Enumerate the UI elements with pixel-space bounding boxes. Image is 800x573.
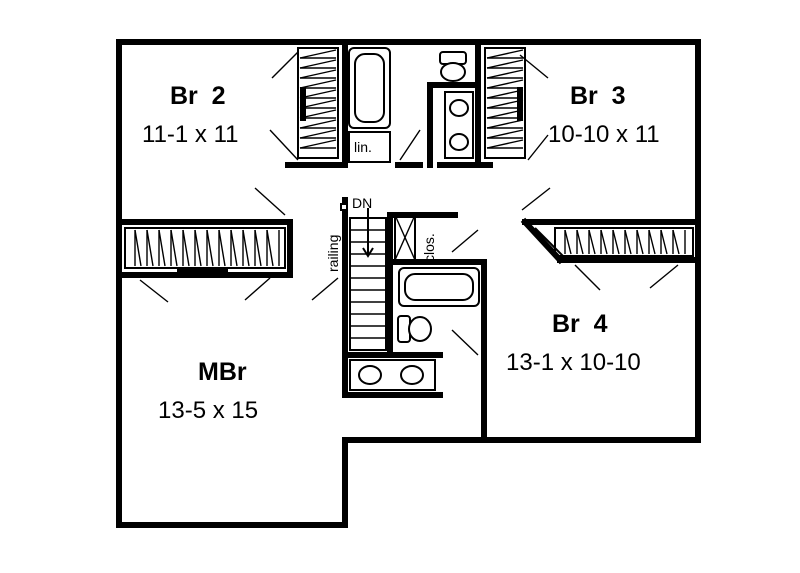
room-size-br3: 10-10 x 11 — [548, 121, 660, 148]
room-name-br3: Br 3 — [570, 82, 626, 110]
linen-closet — [348, 131, 391, 163]
room-size-br4: 13-1 x 10-10 — [506, 349, 641, 376]
door-swings — [139, 51, 679, 356]
closet-hatching — [124, 47, 694, 269]
closet-doors — [177, 87, 643, 275]
room-name-mbr: MBr — [198, 358, 247, 386]
room-size-mbr: 13-5 x 15 — [158, 397, 258, 424]
closet-label: clos. — [421, 233, 437, 262]
railing-label: railing — [325, 235, 341, 272]
exterior-walls — [116, 39, 701, 528]
room-name-br2: Br 2 — [170, 82, 226, 110]
room-size-br2: 11-1 x 11 — [142, 121, 239, 148]
down-label: DN — [352, 195, 372, 211]
stair — [340, 203, 387, 351]
windows — [116, 39, 701, 528]
bath-fixtures — [348, 47, 480, 391]
room-name-br4: Br 4 — [552, 310, 608, 338]
linen-label: lin. — [354, 139, 372, 155]
